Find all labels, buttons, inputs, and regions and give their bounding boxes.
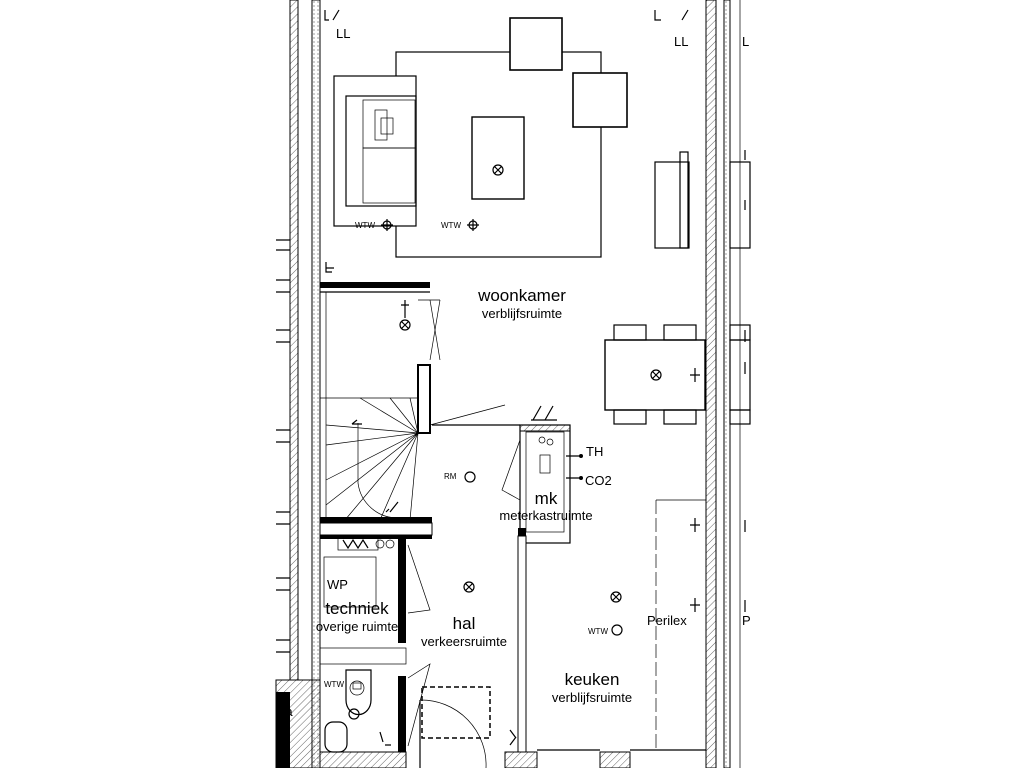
techniek-room <box>323 537 431 643</box>
room-type-techniek: overige ruimte <box>316 619 398 634</box>
perilex-label: Perilex <box>647 613 687 628</box>
left-window-marks <box>276 150 746 653</box>
entry-door <box>419 686 491 768</box>
armchair-1 <box>509 17 563 71</box>
smoke-detector <box>399 319 411 331</box>
ll-label-cut: L <box>742 34 749 49</box>
switch-symbol <box>401 300 409 318</box>
ceiling-light-icon <box>463 581 475 593</box>
wp-label: WP <box>327 577 348 592</box>
switch-symbols-top <box>324 9 689 21</box>
wa-label: wa <box>275 704 293 719</box>
th-label: TH <box>586 444 603 459</box>
sideboard <box>654 161 690 249</box>
ll-label-right: LL <box>674 34 688 49</box>
wtw-label-sofa: WTW <box>355 221 375 230</box>
room-name-woonkamer: woonkamer <box>477 286 566 305</box>
hall-kitchen-wall <box>517 535 527 753</box>
right-wall <box>705 0 741 768</box>
dining-table <box>604 324 751 425</box>
p-label-right: P <box>742 613 751 628</box>
ceiling-light-icon <box>610 591 622 603</box>
wtw-label-kitchen: WTW <box>588 627 608 636</box>
outlet-symbols <box>690 518 700 612</box>
outlet-icon <box>467 219 479 231</box>
coffee-table <box>471 116 525 200</box>
meterkast <box>501 424 571 544</box>
left-wall <box>275 0 321 768</box>
wtw-label-table: WTW <box>441 221 461 230</box>
toilet-room <box>319 647 431 753</box>
armchair-2 <box>572 72 628 128</box>
room-type-woonkamer: verblijfsruimte <box>482 306 562 321</box>
ceiling-light-icon <box>492 164 504 176</box>
wtw-label-toilet: WTW <box>324 680 344 689</box>
bottom-wall <box>319 749 706 768</box>
switch-symbol <box>509 729 517 746</box>
room-name-techniek: techniek <box>325 599 389 618</box>
room-name-keuken: keuken <box>565 670 620 689</box>
room-type-hal: verkeersruimte <box>421 634 507 649</box>
room-type-meterkast: meterkastruimte <box>499 508 592 523</box>
switch-symbol <box>690 368 700 382</box>
rm-label: RM <box>444 472 457 481</box>
switch-symbol <box>531 405 557 421</box>
staircase <box>319 282 441 539</box>
room-name-meterkast: mk <box>535 489 558 508</box>
co2-label: CO2 <box>585 473 612 488</box>
wtw-point-icon <box>611 624 623 636</box>
switch-symbol <box>325 262 334 273</box>
room-type-keuken: verblijfsruimte <box>552 690 632 705</box>
ceiling-light-icon <box>650 369 662 381</box>
rm-point-icon <box>464 471 476 483</box>
ll-label-left: LL <box>336 26 350 41</box>
room-name-hal: hal <box>453 614 476 633</box>
sensor-leaders <box>566 455 580 479</box>
outlet-icon <box>381 219 393 231</box>
sofa <box>333 75 417 227</box>
